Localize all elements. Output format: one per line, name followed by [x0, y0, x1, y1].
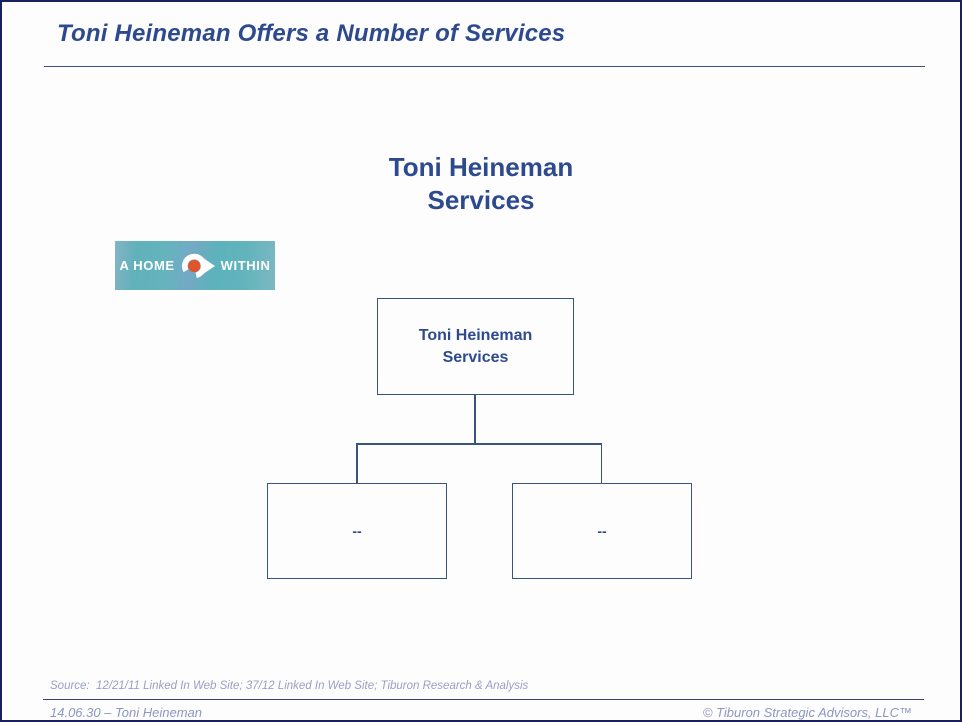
chart-heading-line2: Services: [427, 185, 535, 216]
org-node-root: Toni Heineman Services: [377, 298, 574, 395]
logo-text-left: A HOME: [119, 258, 175, 273]
org-node-child-2: --: [512, 483, 692, 579]
slide-id: 14.06.30 – Toni Heineman: [50, 705, 203, 720]
connector-left-down: [356, 443, 358, 484]
slide-title: Toni Heineman Offers a Number of Service…: [57, 20, 566, 47]
logo-text-right: WITHIN: [220, 258, 271, 273]
copyright-notice: © Tiburon Strategic Advisors, LLC™: [702, 705, 912, 720]
org-node-root-line1: Toni Heineman: [418, 326, 533, 344]
connector-root-down: [474, 395, 476, 443]
chart-heading-line1: Toni Heineman: [388, 152, 574, 182]
org-node-root-line2: Services: [442, 348, 509, 366]
a-home-within-logo: A HOME WITHIN: [115, 241, 275, 290]
source-note: Source: 12/21/11 Linked In Web Site; 37/…: [50, 680, 529, 692]
house-arrow-icon: [181, 253, 215, 278]
footer-divider: [43, 699, 924, 700]
title-divider: [44, 66, 925, 67]
connector-horizontal: [356, 443, 602, 445]
org-node-root-label: Toni Heineman Services: [419, 325, 533, 368]
org-node-child-2-label: --: [597, 523, 607, 539]
org-node-child-1: --: [267, 483, 447, 579]
chart-heading: Toni Heineman Services: [2, 151, 960, 218]
connector-right-down: [600, 443, 602, 484]
org-node-child-1-label: --: [352, 523, 362, 539]
